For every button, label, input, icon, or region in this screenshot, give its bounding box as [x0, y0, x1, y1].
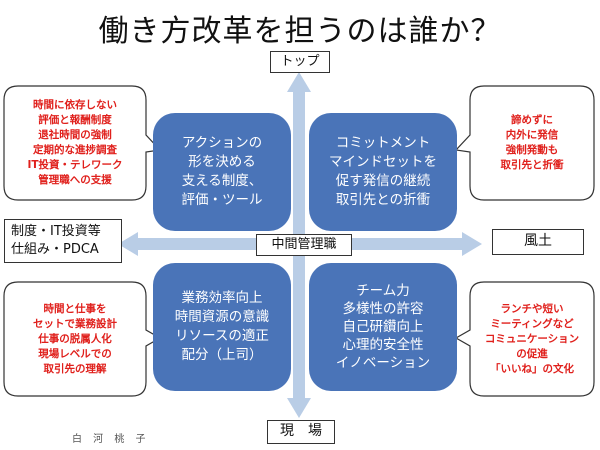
callout-top-right-line: 諦めずに [511, 114, 553, 126]
callout-top-left-line: 管理職への支援 [38, 174, 112, 186]
axis-label-bottom: 現 場 [267, 420, 335, 444]
axis-label-right: 風土 [492, 229, 584, 255]
axis-label-right-text: 風土 [524, 233, 552, 249]
quadrant-bottom-right-line: 心理的安全性 [342, 337, 424, 353]
callout-top-right-line: 強制発動も [505, 144, 559, 156]
callout-top-left-line: 評価と報酬制度 [38, 114, 112, 126]
callout-bottom-right-line: の促進 [516, 347, 548, 360]
callout-bottom-right-line: ランチや短い [500, 302, 564, 315]
quadrant-bottom-right-line: イノベーション [335, 355, 431, 371]
quadrant-top-left-line: 支える制度、 [181, 173, 263, 189]
callout-bottom-right-line: 「いいね」の文化 [490, 362, 574, 375]
axis-label-top: トップ [270, 51, 330, 73]
quadrant-top-left-line: 評価・ツール [181, 192, 263, 208]
callout-bottom-left: 時間と仕事を セットで業務設計 仕事の脱属人化 現場レベルでの 取引先の理解 [6, 286, 144, 392]
callout-bottom-right-line: ミーティングなど [490, 317, 574, 330]
quadrant-top-left-line: アクションの [181, 135, 263, 151]
axis-label-bottom-text: 現 場 [280, 423, 322, 439]
quadrant-top-right: コミットメント マインドセットを 促す発信の継続 取引先との折衝 [309, 113, 457, 231]
center-label-text: 中間管理職 [271, 237, 337, 252]
quadrant-bottom-right-line: 多様性の許容 [342, 301, 424, 317]
callout-bubble-top-left [3, 85, 162, 201]
callout-top-left-line: 定期的な進捗調査 [33, 144, 117, 156]
callout-bottom-left-line: セットで業務設計 [33, 317, 117, 330]
quadrant-bottom-left-line: 配分（上司） [181, 347, 263, 363]
callout-top-right-line: 取引先と折衝 [500, 159, 564, 171]
callout-top-left-line: 時間に依存しない [33, 99, 117, 111]
page-title: 働き方改革を担うのは誰か？ [98, 14, 502, 49]
callout-top-left-line: IT投資・テレワーク [27, 159, 123, 171]
quadrant-bottom-left-line: リソースの適正 [175, 328, 269, 344]
center-label: 中間管理職 [256, 234, 352, 256]
quadrant-top-right-line: マインドセットを [329, 154, 437, 170]
quadrant-top-left-line: 形を決める [188, 154, 256, 170]
callout-bottom-left-line: 時間と仕事を [43, 302, 107, 315]
quadrant-top-left: アクションの 形を決める 支える制度、 評価・ツール [153, 113, 291, 231]
callout-bottom-left-line: 取引先の理解 [43, 362, 107, 375]
quadrant-bottom-left: 業務効率向上 時間資源の意識 リソースの適正 配分（上司） [153, 263, 291, 391]
callout-bottom-left-line: 仕事の脱属人化 [38, 332, 112, 345]
callout-bottom-right: ランチや短い ミーティングなど コミュニケーション の促進 「いいね」の文化 [472, 286, 592, 392]
quadrant-bottom-left-line: 業務効率向上 [181, 290, 263, 306]
callout-bubble-top-right [454, 85, 595, 201]
callout-bubble-bottom-left [3, 281, 162, 397]
callout-top-right-line: 内外に発信 [505, 129, 559, 141]
axis-label-top-text: トップ [280, 54, 320, 69]
axis-label-left-line-1: 制度・IT投資等 [11, 224, 101, 239]
quadrant-bottom-left-line: 時間資源の意識 [174, 309, 270, 325]
quadrant-bottom-right-line: 自己研鑽向上 [342, 319, 424, 335]
callout-bubble-bottom-right [454, 281, 595, 397]
quadrant-top-right-line: 促す発信の継続 [335, 173, 431, 189]
quadrant-bottom-right-line: チーム力 [356, 283, 410, 299]
callout-top-right: 諦めずに 内外に発信 強制発動も 取引先と折衝 [472, 90, 592, 196]
callout-top-left: 時間に依存しない 評価と報酬制度 退社時間の強制 定期的な進捗調査 IT投資・テ… [6, 90, 144, 196]
axis-label-left-line-2: 仕組み・PDCA [11, 242, 99, 257]
author-name: 白 河 桃 子 [72, 434, 150, 445]
quadrant-bottom-right: チーム力 多様性の許容 自己研鑽向上 心理的安全性 イノベーション [309, 263, 457, 391]
quadrant-top-right-line: コミットメント [335, 135, 431, 151]
quadrant-top-right-line: 取引先との折衝 [335, 192, 431, 208]
callout-top-left-line: 退社時間の強制 [38, 129, 112, 141]
callout-bottom-left-line: 現場レベルでの [38, 347, 112, 360]
axis-label-left: 制度・IT投資等 仕組み・PDCA [4, 219, 122, 263]
callout-bottom-right-line: コミュニケーション [484, 332, 580, 345]
